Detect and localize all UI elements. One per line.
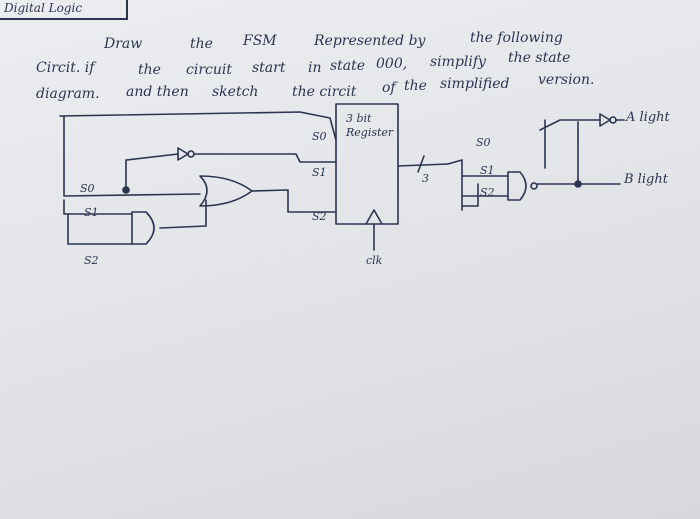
- s1-wire: [63, 199, 133, 215]
- question-word: the following: [470, 30, 563, 46]
- port-label: S1: [312, 166, 327, 179]
- question-word: and then: [126, 84, 189, 100]
- s2-wire: [67, 213, 133, 245]
- not-input-wire: [125, 153, 179, 191]
- question-word: the: [404, 78, 427, 94]
- clock-label: clk: [366, 254, 383, 267]
- or-output-wire: [251, 189, 337, 213]
- output-not-bubble: [609, 116, 617, 124]
- bus-width-label: 3: [422, 172, 429, 185]
- input-label: S2: [84, 254, 99, 267]
- question-word: 000,: [376, 56, 408, 72]
- output-not-gate: [599, 113, 611, 127]
- s0-wire: [63, 193, 201, 197]
- question-word: simplify: [430, 54, 486, 70]
- a-path-wire: [539, 119, 601, 131]
- junction-dot: [574, 180, 582, 188]
- question-word: start: [252, 60, 286, 76]
- not-gate: [177, 147, 189, 161]
- question-word: version.: [538, 72, 595, 88]
- output-label-a: A light: [626, 110, 670, 125]
- question-word: Represented by: [314, 33, 426, 49]
- s2-box-wire: [461, 183, 479, 207]
- port-label: S2: [312, 210, 327, 223]
- tap-label: S0: [476, 136, 491, 149]
- not-bubble: [187, 150, 195, 158]
- tap-label: S1: [480, 164, 495, 177]
- question-word: of: [382, 80, 396, 96]
- register-label-line1: 3 bit: [346, 112, 372, 125]
- question-word: the circit: [292, 84, 357, 100]
- question-word: the: [190, 36, 213, 52]
- and-gate-right: [507, 171, 527, 201]
- question-word: Draw: [104, 36, 143, 52]
- question-word: simplified: [440, 76, 510, 92]
- header-tag: Digital Logic: [0, 0, 128, 20]
- question-word: in: [308, 60, 322, 76]
- tap-label: S2: [480, 186, 495, 199]
- question-word: FSM: [243, 33, 277, 49]
- port-label: S0: [312, 130, 327, 143]
- and-gate-left: [131, 211, 155, 245]
- bus-to-taps: [447, 159, 463, 211]
- register-label-line2: Register: [346, 126, 394, 139]
- question-word: state: [330, 58, 366, 74]
- bus-slash: [417, 155, 425, 173]
- question-word: circuit: [186, 62, 232, 78]
- feedback-top-wire: [59, 111, 337, 141]
- input-label: S1: [84, 206, 99, 219]
- question-word: the state: [508, 50, 571, 66]
- question-word: sketch: [212, 84, 259, 100]
- junction-dot: [122, 186, 130, 194]
- question-word: Circit. if: [36, 60, 95, 76]
- question-word: diagram.: [36, 86, 100, 102]
- and-output-wire: [159, 215, 207, 229]
- clock-triangle-icon: [365, 209, 383, 225]
- and-bubble: [530, 182, 538, 190]
- register-output-bus: [397, 163, 449, 167]
- input-label: S0: [80, 182, 95, 195]
- not-output-wire: [193, 153, 337, 163]
- output-label-b: B light: [624, 172, 668, 187]
- three-bit-register: [335, 103, 399, 225]
- or-gate: [199, 175, 253, 207]
- question-word: the: [138, 62, 161, 78]
